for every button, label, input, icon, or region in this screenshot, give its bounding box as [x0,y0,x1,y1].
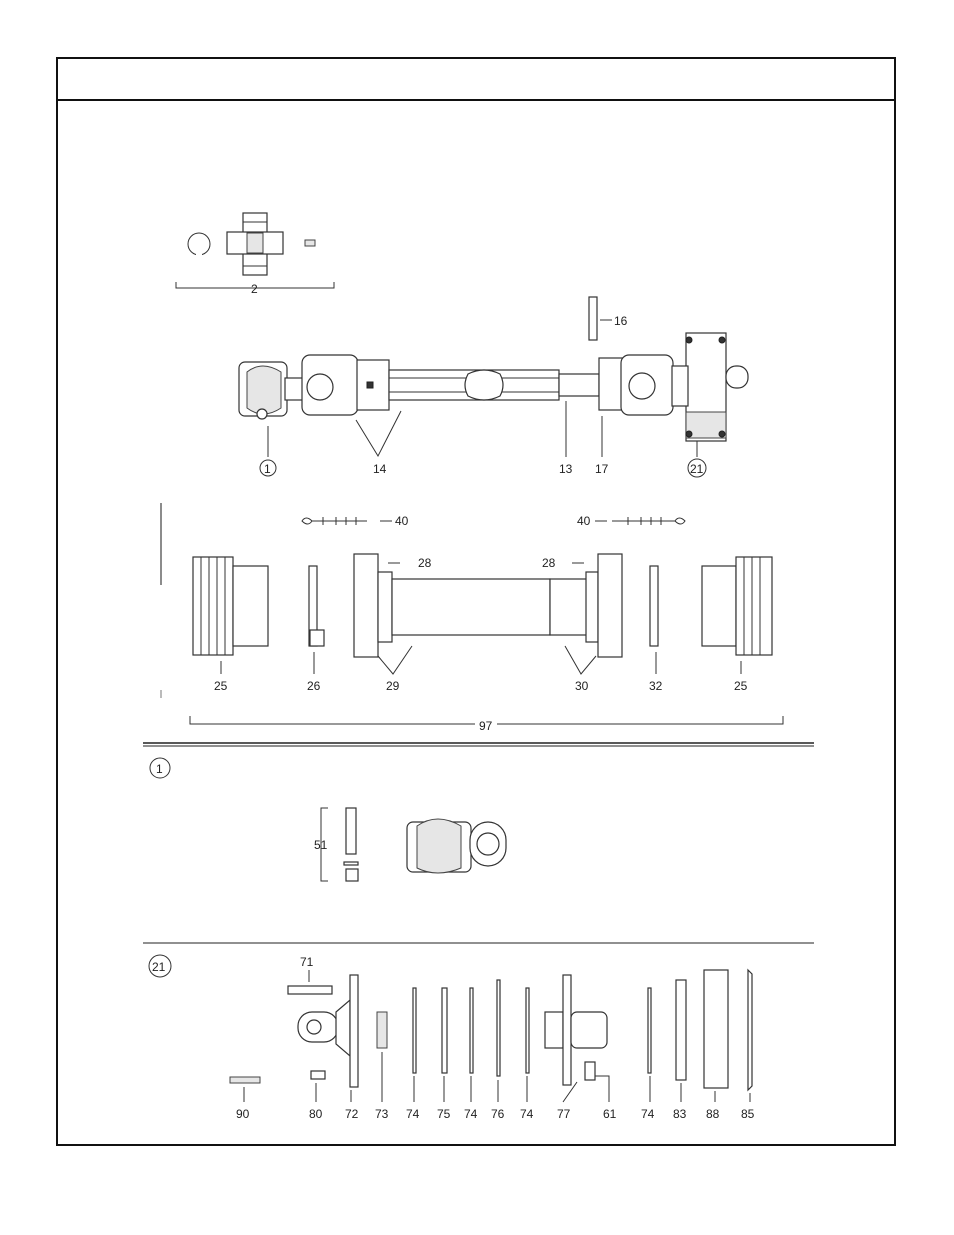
safety-chain-right: 40 [577,514,685,528]
callout-77: 77 [557,1107,571,1121]
callout-72: 72 [345,1107,359,1121]
grease-fitting [305,240,315,246]
callout-1: 1 [264,462,271,476]
callout-75: 75 [437,1107,451,1121]
pressure-plate [497,980,500,1076]
friction-disc-b [470,988,473,1073]
callout-73: 73 [375,1107,389,1121]
callout-76: 76 [491,1107,505,1121]
cover-plate [748,970,752,1090]
detail-21-section: 21 71 90 80 72 73 [143,943,814,1121]
outer-profile-tube [389,370,559,400]
callout-13: 13 [559,462,573,476]
callout-21: 21 [690,462,704,476]
inner-profile-tube [559,374,599,396]
callout-16: 16 [614,314,628,328]
callout-90: 90 [236,1107,250,1121]
callout-74-c: 74 [520,1107,534,1121]
friction-disc-d [648,988,651,1073]
guard-half-inner [550,554,622,657]
callout-71: 71 [300,955,314,969]
key-part-16 [589,297,597,340]
callout-2: 2 [251,282,258,296]
callout-32: 32 [649,679,663,693]
callout-29: 29 [386,679,400,693]
callout-17: 17 [595,462,609,476]
cross-journal [227,213,283,275]
detail-1-section: 1 51 [143,743,814,881]
cross-kit: 2 [176,213,334,296]
bearing-ring-26-tab [310,630,324,646]
callout-61: 61 [603,1107,617,1121]
callout-80: 80 [309,1107,323,1121]
clutch-bolt [288,986,332,994]
detail-21-marker: 21 [152,960,166,974]
guard-half-outer [354,554,550,657]
callout-28-left: 28 [418,556,432,570]
callout-88: 88 [706,1107,720,1121]
lock-washer [344,862,358,865]
callout-40-right: 40 [577,514,591,528]
lock-pin [346,808,356,854]
callout-74-d: 74 [641,1107,655,1121]
callout-40-left: 40 [395,514,409,528]
guard-assembly: 40 40 28 28 [161,503,783,733]
callout-25-right: 25 [734,679,748,693]
callout-28-right: 28 [542,556,556,570]
safety-chain-left: 40 [302,514,409,528]
callout-74-a: 74 [406,1107,420,1121]
snap-ring [188,233,210,255]
bearing-ring-32 [650,566,658,646]
friction-plate [442,988,447,1073]
friction-disc-c [526,988,529,1073]
inner-yoke-right [599,355,673,415]
callout-14: 14 [373,462,387,476]
friction-clutch [672,333,748,441]
inner-yoke-left [302,355,389,415]
callout-51: 51 [314,838,328,852]
tractor-yoke [239,362,287,419]
callout-26: 26 [307,679,321,693]
callout-97: 97 [479,719,493,733]
callout-30: 30 [575,679,589,693]
friction-disc-a [413,988,416,1073]
bellows-cone-right [702,557,772,655]
callout-74-b: 74 [464,1107,478,1121]
grease-nipple [311,1071,325,1079]
clutch-hub [377,1012,387,1048]
spring-pack [704,970,728,1088]
tractor-yoke-detail [407,819,506,873]
spring-plate [676,980,686,1080]
clutch-housing [545,975,607,1085]
callout-25-left: 25 [214,679,228,693]
callout-83: 83 [673,1107,687,1121]
detail-1-marker: 1 [156,762,163,776]
lock-collar [346,869,358,881]
warning-label [230,1077,260,1083]
bellows-cone-left [193,557,268,655]
driveshaft-assembly: 16 [239,297,748,477]
callout-85: 85 [741,1107,755,1121]
